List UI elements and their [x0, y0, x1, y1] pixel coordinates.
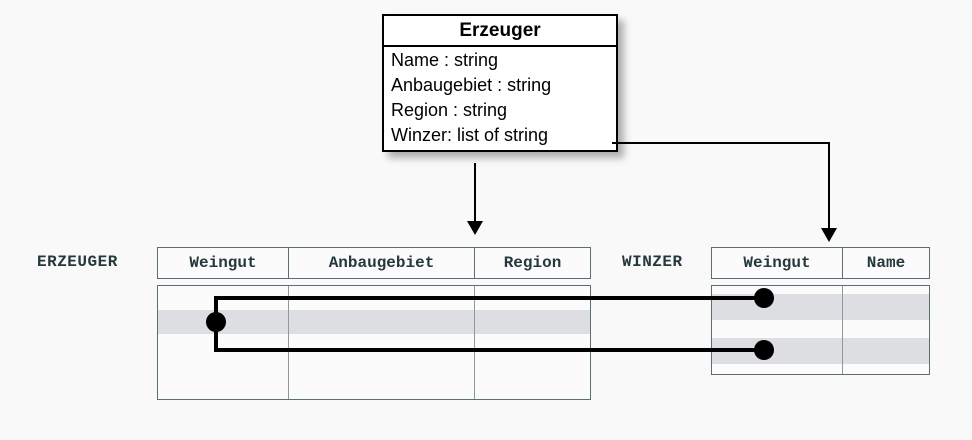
table-header-erzeuger: Weingut Anbaugebiet Region	[157, 247, 591, 279]
link-connector-top-horizontal	[214, 296, 764, 300]
arrow-head-to-erzeuger	[467, 221, 483, 235]
column-header-winzer-name: Name	[842, 248, 929, 278]
uml-class-box: Erzeuger Name : string Anbaugebiet : str…	[382, 14, 618, 152]
table-label-winzer: WINZER	[622, 253, 683, 271]
table-body-winzer	[711, 285, 930, 375]
uml-class-name: Erzeuger	[384, 16, 616, 47]
link-dot-winzer-row3	[754, 340, 774, 360]
table-body-erzeuger	[157, 285, 591, 400]
arrow-line-winzer-horizontal	[612, 142, 830, 144]
table-row-highlight-erzeuger	[158, 310, 590, 334]
column-divider-erzeuger-1	[288, 286, 289, 399]
link-connector-bottom-horizontal	[214, 348, 764, 352]
column-divider-winzer-1	[842, 286, 843, 374]
uml-attribute-anbaugebiet: Anbaugebiet : string	[391, 75, 552, 95]
column-header-erzeuger-region: Region	[474, 248, 590, 278]
uml-attribute-name: Name : string	[391, 50, 499, 70]
column-header-erzeuger-anbaugebiet: Anbaugebiet	[288, 248, 474, 278]
table-label-erzeuger: ERZEUGER	[37, 253, 118, 271]
uml-attribute-region: Region : string	[391, 100, 508, 120]
arrow-line-winzer-vertical	[828, 142, 830, 230]
column-divider-erzeuger-2	[474, 286, 475, 399]
uml-attribute-list: Name : string Anbaugebiet : string Regio…	[384, 47, 616, 150]
link-dot-erzeuger-row2	[206, 312, 226, 332]
column-header-erzeuger-weingut: Weingut	[189, 254, 257, 272]
arrow-line-to-erzeuger	[474, 163, 476, 223]
column-header-winzer-weingut: Weingut	[743, 254, 811, 272]
link-dot-winzer-row1	[754, 288, 774, 308]
arrow-head-to-winzer	[821, 228, 837, 242]
uml-attribute-winzer: Winzer: list of string	[391, 125, 549, 145]
table-header-winzer: Weingut Name	[711, 247, 930, 279]
